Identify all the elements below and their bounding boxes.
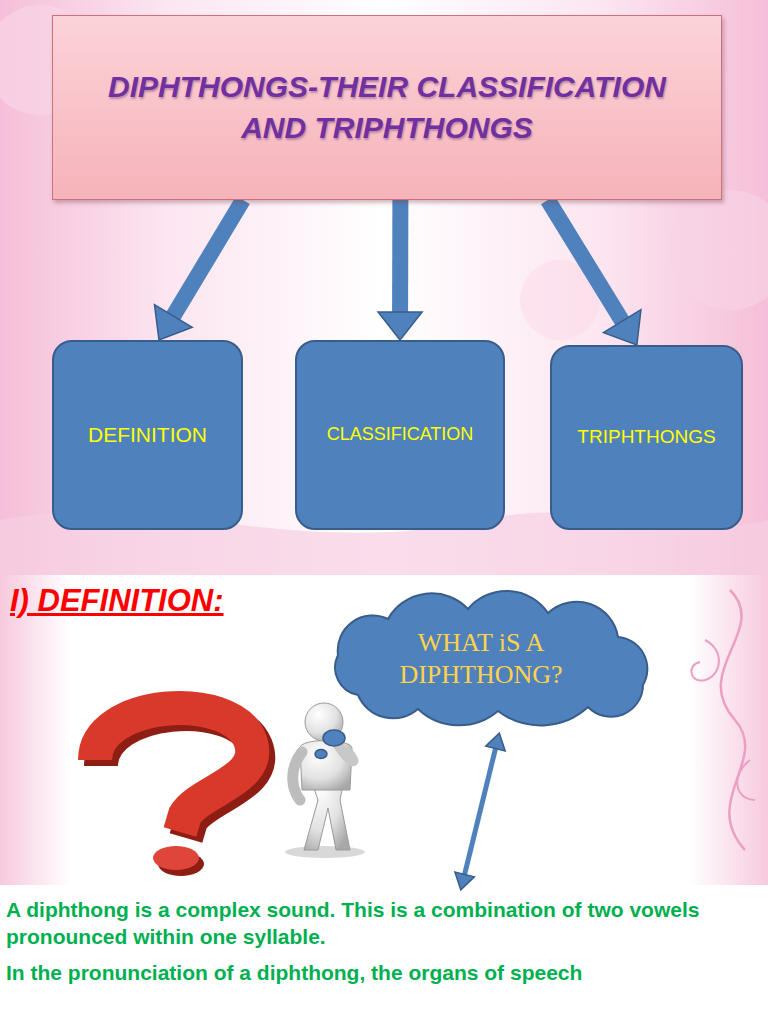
topic-box: DEFINITION [52, 340, 243, 530]
topic-box: CLASSIFICATION [295, 340, 505, 530]
top-panel [0, 0, 768, 575]
cloud-outline [335, 591, 647, 726]
block-arrow [392, 200, 408, 312]
topic-text: DEFINITION [88, 422, 207, 447]
decor-blob [670, 190, 768, 310]
title-text: DIPHTHONGS-THEIR CLASSIFICATION AND TRIP… [82, 67, 692, 148]
cloud-outline [298, 585, 664, 733]
definition-text: In the pronunciation of a diphthong, the… [6, 959, 582, 986]
decor-swirl [737, 760, 755, 800]
question-mark-dot [153, 846, 199, 870]
topic-box: TRIPHTHONGS [550, 345, 743, 530]
person-shadow [285, 846, 365, 858]
decor-strip [0, 575, 70, 885]
section-heading: I) DEFINITION: [10, 583, 224, 619]
block-arrow [548, 200, 622, 321]
block-arrow [173, 200, 243, 316]
topic-text: TRIPHTHONGS [577, 426, 715, 449]
definition-paragraph: A diphthong is a complex sound. This is … [0, 890, 768, 998]
decor-strip [690, 575, 768, 885]
question-text: WHAT iS A DIPHTHONG? [371, 627, 591, 692]
definition-text: A diphthong is a complex sound. This is … [6, 896, 760, 951]
topic-text: CLASSIFICATION [327, 424, 474, 446]
thought-bubble [323, 730, 345, 746]
question-mark [95, 708, 258, 876]
title-box: DIPHTHONGS-THEIR CLASSIFICATION AND TRIP… [52, 15, 722, 200]
bottom-panel [0, 575, 768, 1024]
thought-cloud: WHAT iS A DIPHTHONG? [298, 585, 664, 733]
question-mark-stroke [95, 708, 252, 832]
decor-swirl [691, 640, 719, 681]
thinking-person [285, 703, 365, 858]
double-arrow [465, 749, 496, 875]
thought-bubble [315, 750, 327, 759]
person-arm [293, 752, 302, 800]
decor-swirl [721, 590, 745, 850]
